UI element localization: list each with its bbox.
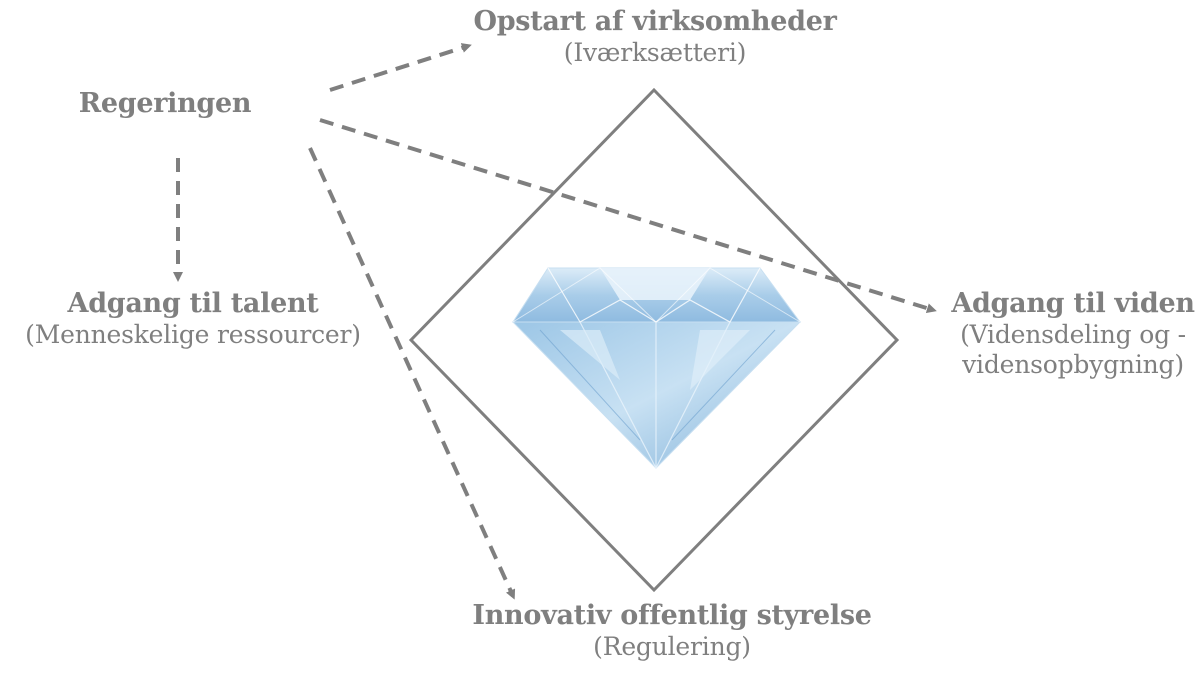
node-talent-title: Adgang til talent — [2, 288, 384, 320]
node-startups-title: Opstart af virksomheder — [470, 6, 840, 38]
arrow-to-startups — [330, 46, 468, 90]
node-government-title: Regeringen — [40, 88, 290, 120]
node-knowledge: Adgang til viden (Vidensdeling og - vide… — [942, 288, 1204, 380]
node-innovation-subtitle: (Regulering) — [462, 632, 882, 662]
node-knowledge-subtitle-line2: vidensopbygning) — [942, 350, 1204, 380]
node-knowledge-title: Adgang til viden — [942, 288, 1204, 320]
node-innovation-title: Innovativ offentlig styrelse — [462, 600, 882, 632]
diamond-icon — [513, 268, 800, 468]
node-innovation: Innovativ offentlig styrelse (Regulering… — [462, 600, 882, 662]
node-knowledge-subtitle-line1: (Vidensdeling og - — [942, 320, 1204, 350]
node-talent: Adgang til talent (Menneskelige ressourc… — [2, 288, 384, 350]
node-startups: Opstart af virksomheder (Iværksætteri) — [470, 6, 840, 68]
node-talent-subtitle: (Menneskelige ressourcer) — [2, 320, 384, 350]
arrow-to-innovation — [310, 148, 513, 596]
node-startups-subtitle: (Iværksætteri) — [470, 38, 840, 68]
